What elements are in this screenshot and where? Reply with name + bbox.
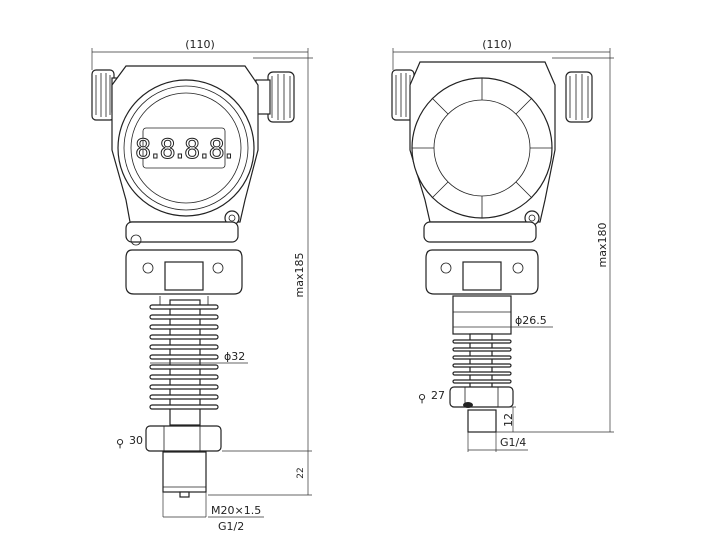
left-thread-label: M20×1.5 xyxy=(211,504,261,517)
sensor-body xyxy=(452,295,512,335)
wrench-icon-2: ⚲ xyxy=(418,392,426,405)
lcd-display-text: 8.8.8.8. xyxy=(135,134,233,165)
left-thread-alt-label: G1/2 xyxy=(218,520,244,533)
left-width-label: (110) xyxy=(185,38,215,51)
left-wrench-label: 30 xyxy=(129,434,143,447)
cooling-fins xyxy=(149,299,219,426)
right-wrench-label: 27 xyxy=(431,389,445,402)
right-body-diameter-label: ϕ26.5 xyxy=(515,314,547,327)
left-dimensions xyxy=(91,48,313,518)
right-cable-gland-2 xyxy=(565,71,593,123)
left-cable-gland-2 xyxy=(391,69,415,121)
left-thread-length-label: 22 xyxy=(296,467,306,478)
wrench-icon: ⚲ xyxy=(116,437,124,450)
right-cable-gland xyxy=(255,71,295,123)
left-height-label: max185 xyxy=(293,253,306,298)
hex-nut-2 xyxy=(449,386,514,408)
right-thread-length-label: 12 xyxy=(502,413,515,427)
left-transmitter: 8.8.8.8. xyxy=(91,38,313,533)
cover-ribs xyxy=(412,78,552,218)
right-width-label: (110) xyxy=(482,38,512,51)
process-thread xyxy=(162,451,207,493)
left-fin-diameter-label: ϕ32 xyxy=(224,350,245,363)
seal-ring xyxy=(463,402,473,408)
right-transmitter: (110) max180 ϕ26.5 ⚲ 27 12 G1/4 xyxy=(391,38,614,452)
hex-nut xyxy=(145,425,222,452)
display-cover xyxy=(117,79,255,217)
right-thread-label: G1/4 xyxy=(500,436,526,449)
lcd-window xyxy=(142,127,226,169)
right-height-label: max180 xyxy=(596,223,609,268)
process-thread-2 xyxy=(467,409,497,433)
right-dimensions xyxy=(392,48,614,452)
cooling-fins-2 xyxy=(452,333,512,390)
